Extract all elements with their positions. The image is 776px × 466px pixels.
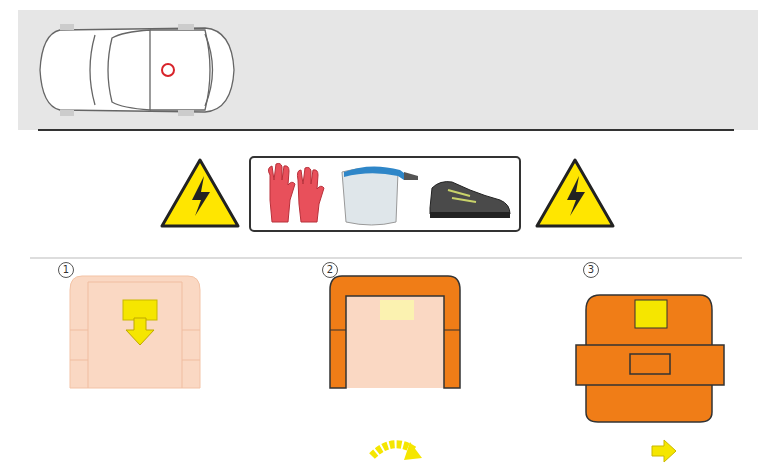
safety-shoe xyxy=(430,182,510,218)
high-voltage-warning xyxy=(537,160,613,226)
face-shield xyxy=(342,166,418,225)
covered-battery xyxy=(576,295,724,462)
callout-number: 1 xyxy=(58,262,74,278)
battery-housing xyxy=(70,276,200,388)
callout-number: 2 xyxy=(322,262,338,278)
insulating-cover xyxy=(330,276,460,388)
high-voltage-warning xyxy=(162,160,238,226)
divider-line xyxy=(38,129,734,131)
battery-housing xyxy=(330,276,460,460)
insulating-gloves xyxy=(268,163,324,222)
vehicle-band xyxy=(18,10,758,130)
ppe-box xyxy=(250,157,520,231)
divider-line xyxy=(30,258,742,259)
move-arrow xyxy=(652,440,676,462)
callout-number: 3 xyxy=(583,262,599,278)
car-outline xyxy=(40,24,234,116)
location-mark xyxy=(162,64,174,76)
